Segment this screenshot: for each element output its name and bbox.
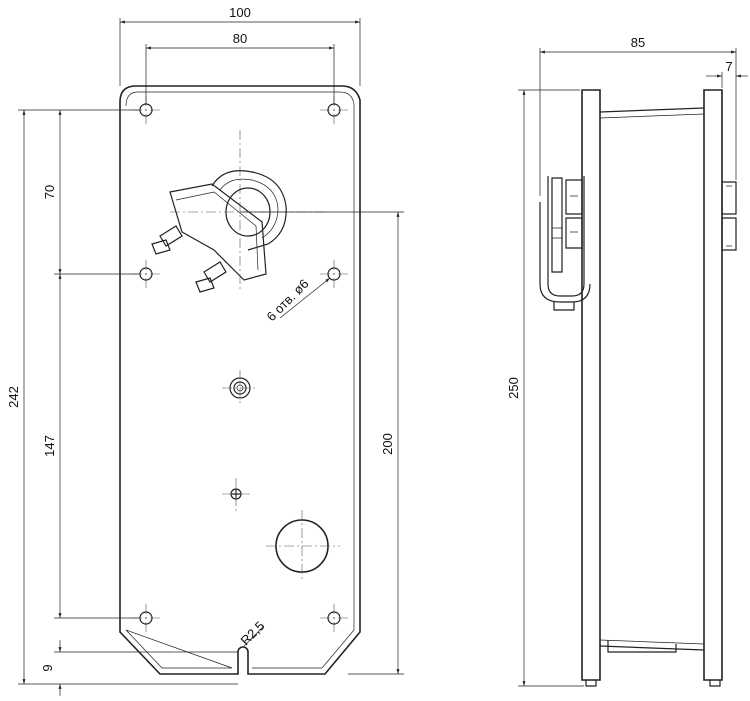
shaft-clamp (151, 130, 330, 293)
dim-radius: R2,5 (238, 618, 268, 648)
front-dimensions: 100 80 242 70 147 9 200 6 отв. ø6 R2,5 (6, 5, 404, 696)
dim-7: 7 (725, 59, 732, 74)
dim-100: 100 (229, 5, 251, 20)
dim-9: 9 (40, 664, 55, 671)
side-right-plate (703, 89, 723, 681)
dim-85: 85 (631, 35, 645, 50)
front-plate-outline (119, 85, 361, 675)
side-base-plate (581, 89, 601, 681)
dim-250: 250 (506, 377, 521, 399)
front-plate-inner (125, 91, 355, 669)
side-dimensions: 85 7 250 (506, 35, 748, 687)
dim-holes-note: 6 отв. ø6 (264, 276, 312, 324)
dim-70: 70 (42, 185, 57, 199)
dim-242: 242 (6, 386, 21, 408)
mounting-holes (132, 96, 348, 632)
cable-entry (266, 510, 340, 582)
side-view (539, 89, 737, 687)
dim-200: 200 (380, 433, 395, 455)
small-screw (222, 478, 250, 512)
dim-147: 147 (42, 435, 57, 457)
side-body (599, 107, 705, 651)
side-bracket (539, 176, 591, 311)
dim-80: 80 (233, 31, 247, 46)
front-view (119, 85, 361, 675)
center-pivot (222, 370, 258, 406)
